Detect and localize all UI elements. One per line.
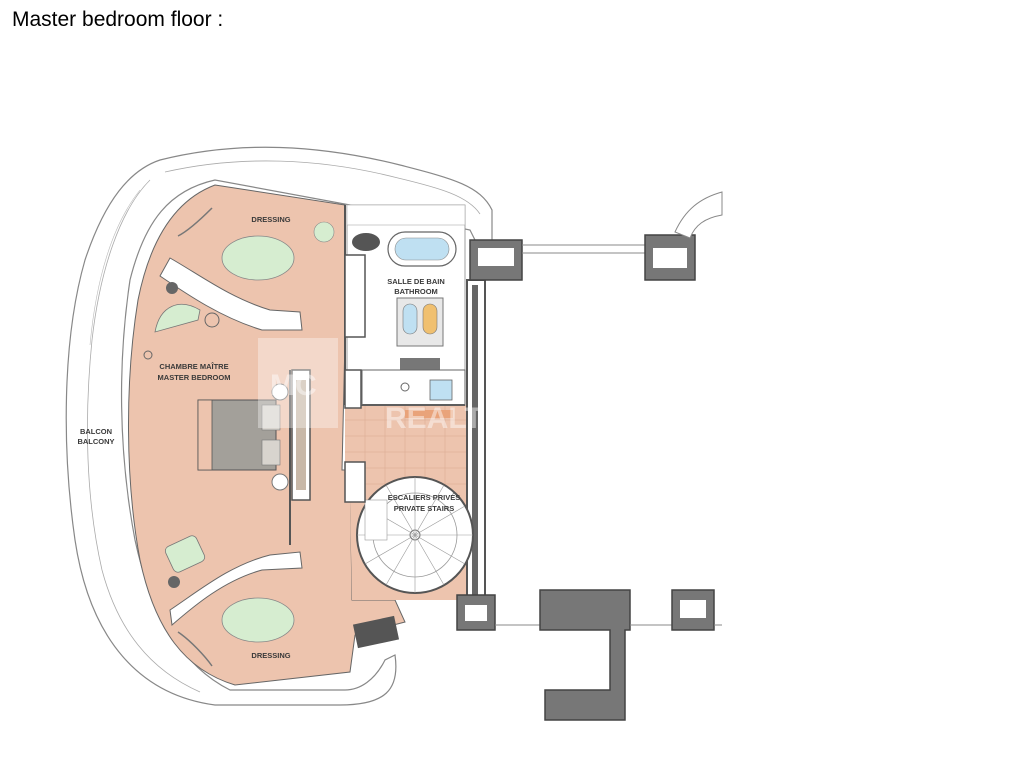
toilet-icon <box>352 233 380 251</box>
label-stairs-en: PRIVATE STAIRS <box>394 504 454 513</box>
bathtub-icon <box>387 231 457 267</box>
drain-icon <box>400 382 410 392</box>
double-sink-icon <box>396 297 444 347</box>
label-stairs-fr: ESCALIERS PRIVÉS <box>388 493 461 502</box>
wardrobe-low <box>344 461 366 503</box>
armchair-bottom <box>164 535 206 573</box>
watermark-box <box>258 338 338 428</box>
desk-icon <box>352 615 400 649</box>
balcony-rail-left <box>87 179 201 693</box>
watermark-mark: MC <box>270 369 317 402</box>
column-bottom-2 <box>539 589 631 721</box>
dressing-bottom-shelves <box>169 551 303 626</box>
dressing-top-shelves <box>159 257 303 331</box>
plant-icon <box>313 221 335 243</box>
dressing-top-mirror <box>177 207 213 237</box>
label-bathroom-fr: SALLE DE BAIN <box>387 277 445 286</box>
balcony-rail-left-2 <box>89 189 141 346</box>
nightstand-bottom <box>271 473 289 491</box>
watermark-text: REALT <box>385 402 483 435</box>
spiral-stair-icon <box>356 476 474 594</box>
side-table-icon <box>204 312 220 328</box>
dressing-top-ottoman <box>221 235 295 281</box>
balcony-inner-rail <box>164 160 481 215</box>
page-title: Master bedroom floor : <box>12 8 224 31</box>
stool-bottom <box>168 576 180 588</box>
dressing-bottom-ottoman <box>221 597 295 643</box>
label-bathroom-en: BATHROOM <box>394 287 438 296</box>
label-dressing-top: DRESSING <box>251 215 290 224</box>
label-bedroom-fr: CHAMBRE MAÎTRE <box>159 362 228 371</box>
wardrobe-top <box>344 254 366 338</box>
bathroom-wall-top <box>346 204 466 226</box>
armchair-top <box>154 303 201 333</box>
corridor-cabinet <box>405 410 453 418</box>
balcony-corner-right <box>674 191 723 239</box>
vanity-small <box>400 358 440 370</box>
wardrobe-mid <box>344 369 362 409</box>
shower-icon <box>429 379 453 401</box>
nightstand-top <box>271 383 289 401</box>
bed-icon <box>197 399 281 471</box>
stool-icon <box>166 282 178 294</box>
label-balcony-en: BALCONY <box>77 437 114 446</box>
label-bedroom-en: MASTER BEDROOM <box>158 373 231 382</box>
label-dressing-bottom: DRESSING <box>251 651 290 660</box>
bathroom-lower <box>361 369 466 406</box>
label-balcony-fr: BALCON <box>80 427 112 436</box>
dressing-bottom-mirror <box>177 631 213 667</box>
lamp-icon <box>143 350 153 360</box>
